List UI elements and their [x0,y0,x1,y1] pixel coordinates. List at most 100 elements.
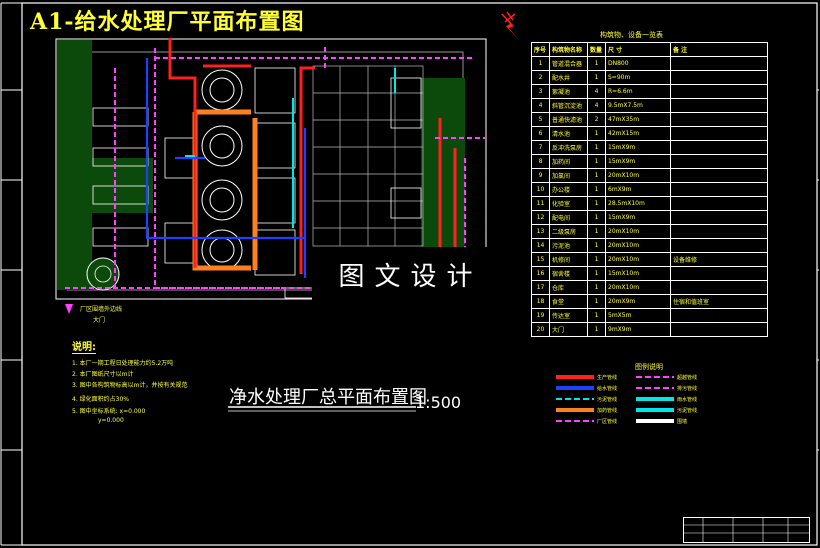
legend-swatch [636,408,674,412]
legend-label: 污泥管线 [597,397,618,403]
sheet-title: A1-给水处理厂平面布置图 [30,9,305,35]
table-cell: 14 [531,238,550,253]
table-cell: 1 [587,210,606,225]
table-cell: 传达室 [549,308,588,323]
table-cell: 20 [531,322,550,337]
table-cell: 6mX9m [605,182,671,197]
table-cell: 4 [587,84,606,99]
table-cell: 仓库 [549,280,588,295]
table-cell: 28.5mX10m [605,196,671,211]
table-cell: R=6.6m [605,84,671,99]
table-cell: 4 [531,98,550,113]
table-cell [670,84,768,99]
table-cell: 1 [531,56,550,71]
note-item: y=0.000 [98,417,124,424]
equipment-table-caption: 构筑物、设备一览表 [600,31,663,39]
table-cell: 住宿和值班室 [670,294,768,309]
note-item: 4. 绿化面积约占30% [72,396,129,403]
table-cell: 反冲洗泵房 [549,140,588,155]
legend-label: 雨水管线 [677,397,698,403]
table-cell: 大门 [549,322,588,337]
table-cell: 10 [531,182,550,197]
legend-swatch [636,387,674,389]
table-cell: 15 [531,252,550,267]
table-cell [670,168,768,183]
legend-swatch [636,397,674,401]
legend-swatch [556,408,594,412]
table-header-cell: 序号 [531,42,550,57]
table-cell [670,140,768,155]
legend-label: 生产管线 [597,375,618,381]
table-cell: 15mX9m [605,140,671,155]
table-cell: 1 [587,196,606,211]
table-cell [670,280,768,295]
table-cell: 1 [587,126,606,141]
table-cell: 9mX9m [605,322,671,337]
table-cell: 配水井 [549,70,588,85]
legend-label: 围墙 [677,419,688,425]
note-item: 3. 图中各构筑物标高以m计，并按有关规范 [72,382,188,389]
drawing-title: 净水处理厂总平面布置图 [229,387,427,408]
legend-swatch [556,375,594,379]
legend: 生产管线超越管线给水管线排污管线污泥管线雨水管线加药管线污泥管线厂区管线围墙 [555,373,705,433]
table-cell: 15mX9m [605,154,671,169]
table-cell [670,210,768,225]
table-cell: 1 [587,70,606,85]
table-cell: 20mX10m [605,238,671,253]
table-cell: 3 [531,84,550,99]
table-cell: 配电间 [549,210,588,225]
table-cell: 1 [587,168,606,183]
notes-heading: 说明: [72,338,96,354]
watermark: 图文设计 [312,247,509,302]
title-block [683,517,810,543]
table-cell: 12 [531,210,550,225]
table-cell: 1 [587,238,606,253]
table-cell: 18 [531,294,550,309]
table-cell: 机修间 [549,252,588,267]
legend-swatch [556,386,594,390]
table-cell: 普通快滤池 [549,112,588,127]
table-cell [670,266,768,281]
table-cell: 管道混合器 [549,56,588,71]
table-cell: DN800 [605,56,671,71]
table-cell: 9.5mX7.5m [605,98,671,113]
table-cell [670,112,768,127]
table-cell: 斜管沉淀池 [549,98,588,113]
table-cell: 1 [587,140,606,155]
table-cell: 5mX5m [605,308,671,323]
table-cell: 化验室 [549,196,588,211]
table-cell: 清水池 [549,126,588,141]
table-cell: 20mX10m [605,224,671,239]
table-cell: 1 [587,280,606,295]
table-cell: 1 [587,322,606,337]
table-cell [670,238,768,253]
legend-caption: 图例说明 [635,363,663,371]
table-cell: 1 [587,154,606,169]
table-cell: 食堂 [549,294,588,309]
legend-swatch [556,420,594,422]
site-plan [55,38,487,314]
legend-label: 加药管线 [597,408,618,414]
table-cell [670,322,768,337]
title-underline [228,406,416,412]
table-cell [670,308,768,323]
table-cell: 1 [587,224,606,239]
table-cell: 20mX10m [605,168,671,183]
table-cell: 1 [587,252,606,267]
table-cell: 20mX10m [605,252,671,267]
north-arrow-icon [501,11,519,40]
